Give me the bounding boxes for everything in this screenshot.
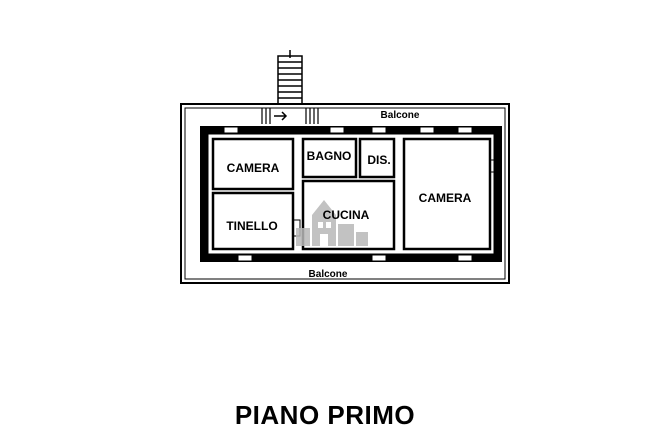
room-label-dis: DIS. — [367, 153, 390, 167]
house-watermark-icon — [296, 200, 368, 246]
floor-title: PIANO PRIMO — [234, 400, 416, 430]
room-label-camera-left: CAMERA — [227, 161, 280, 175]
balcony-label-bottom: Balcone — [309, 269, 348, 280]
balcony-frame — [180, 103, 510, 284]
window-openings — [223, 126, 473, 262]
balcony-stair-marks — [261, 108, 319, 124]
room-label-tinello: TINELLO — [226, 219, 277, 233]
room-label-cucina: CUCINA — [323, 208, 370, 222]
staircase — [277, 50, 303, 105]
room-label-camera-right: CAMERA — [419, 191, 472, 205]
room-label-bagno: BAGNO — [307, 149, 352, 163]
balcony-label-top: Balcone — [381, 110, 420, 121]
exterior-walls — [200, 126, 502, 262]
interior-walls — [211, 137, 492, 251]
